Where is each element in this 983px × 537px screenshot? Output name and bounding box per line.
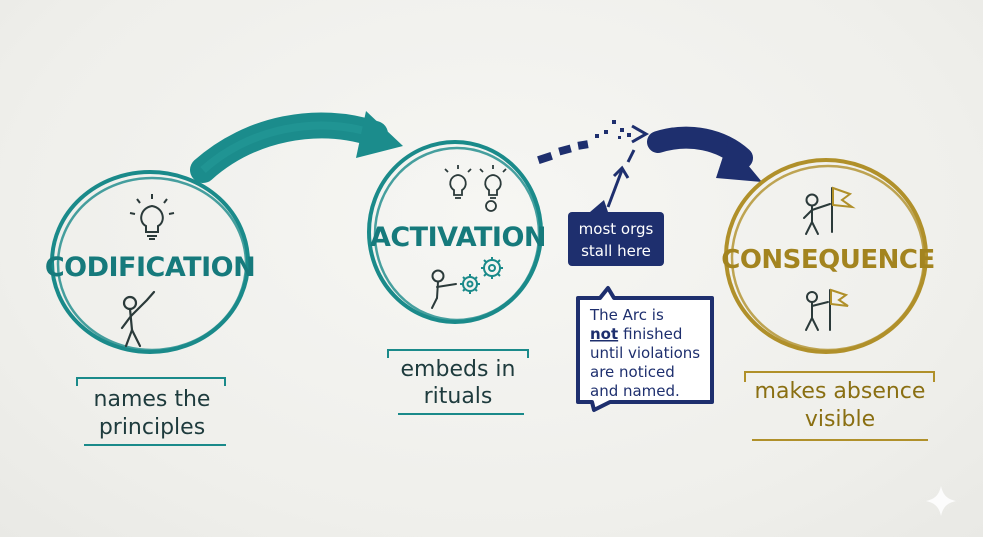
activation-title: ACTIVATION <box>370 222 546 253</box>
note-line5: and named. <box>590 382 680 400</box>
note-line1: The Arc is <box>589 306 664 324</box>
lightbulb-icon <box>444 165 472 199</box>
consequence-caption-line2: visible <box>805 407 875 432</box>
lightbulb-icon <box>479 165 507 212</box>
flag-icon <box>830 288 849 307</box>
codification-caption-bracket <box>76 377 226 446</box>
navy-arrow <box>647 126 762 182</box>
codification-title: CODIFICATION <box>45 252 255 283</box>
codification-caption-line2: principles <box>99 415 205 440</box>
activation-caption-line2: rituals <box>424 384 493 409</box>
activation-circle <box>367 140 543 324</box>
codification-circle <box>50 170 250 354</box>
note-callout <box>576 286 714 412</box>
sparkle-icon <box>926 486 956 516</box>
flag-person-icon <box>805 289 831 331</box>
flag-icon <box>832 186 856 209</box>
person-gears-icon <box>431 269 457 309</box>
gear-icon <box>460 274 480 294</box>
lightbulb-icon <box>129 194 175 240</box>
gear-icon <box>481 257 503 279</box>
note-line3: until violations <box>590 344 700 362</box>
consequence-caption-line1: makes absence <box>755 379 926 404</box>
note-line4: are noticed <box>590 363 675 381</box>
codification-caption-line1: names the <box>94 387 211 412</box>
note-line2: not finished <box>590 325 682 343</box>
person-pointing-icon <box>120 290 156 348</box>
stall-callout-line2: stall here <box>581 242 651 260</box>
stall-callout <box>568 200 664 266</box>
stall-pointer <box>606 149 636 208</box>
consequence-title: CONSEQUENCE <box>721 245 935 275</box>
dashed-arrow <box>537 120 650 164</box>
activation-caption-line1: embeds in <box>401 357 516 382</box>
note-line2-emph: not <box>590 325 618 343</box>
activation-caption-bracket <box>387 349 529 415</box>
consequence-caption-bracket <box>744 371 935 441</box>
stall-callout-line1: most orgs <box>579 220 654 238</box>
teal-arrow <box>190 111 403 183</box>
note-line2-rest: finished <box>623 325 682 343</box>
flag-person-icon <box>803 187 833 235</box>
consequence-circle <box>724 158 928 354</box>
